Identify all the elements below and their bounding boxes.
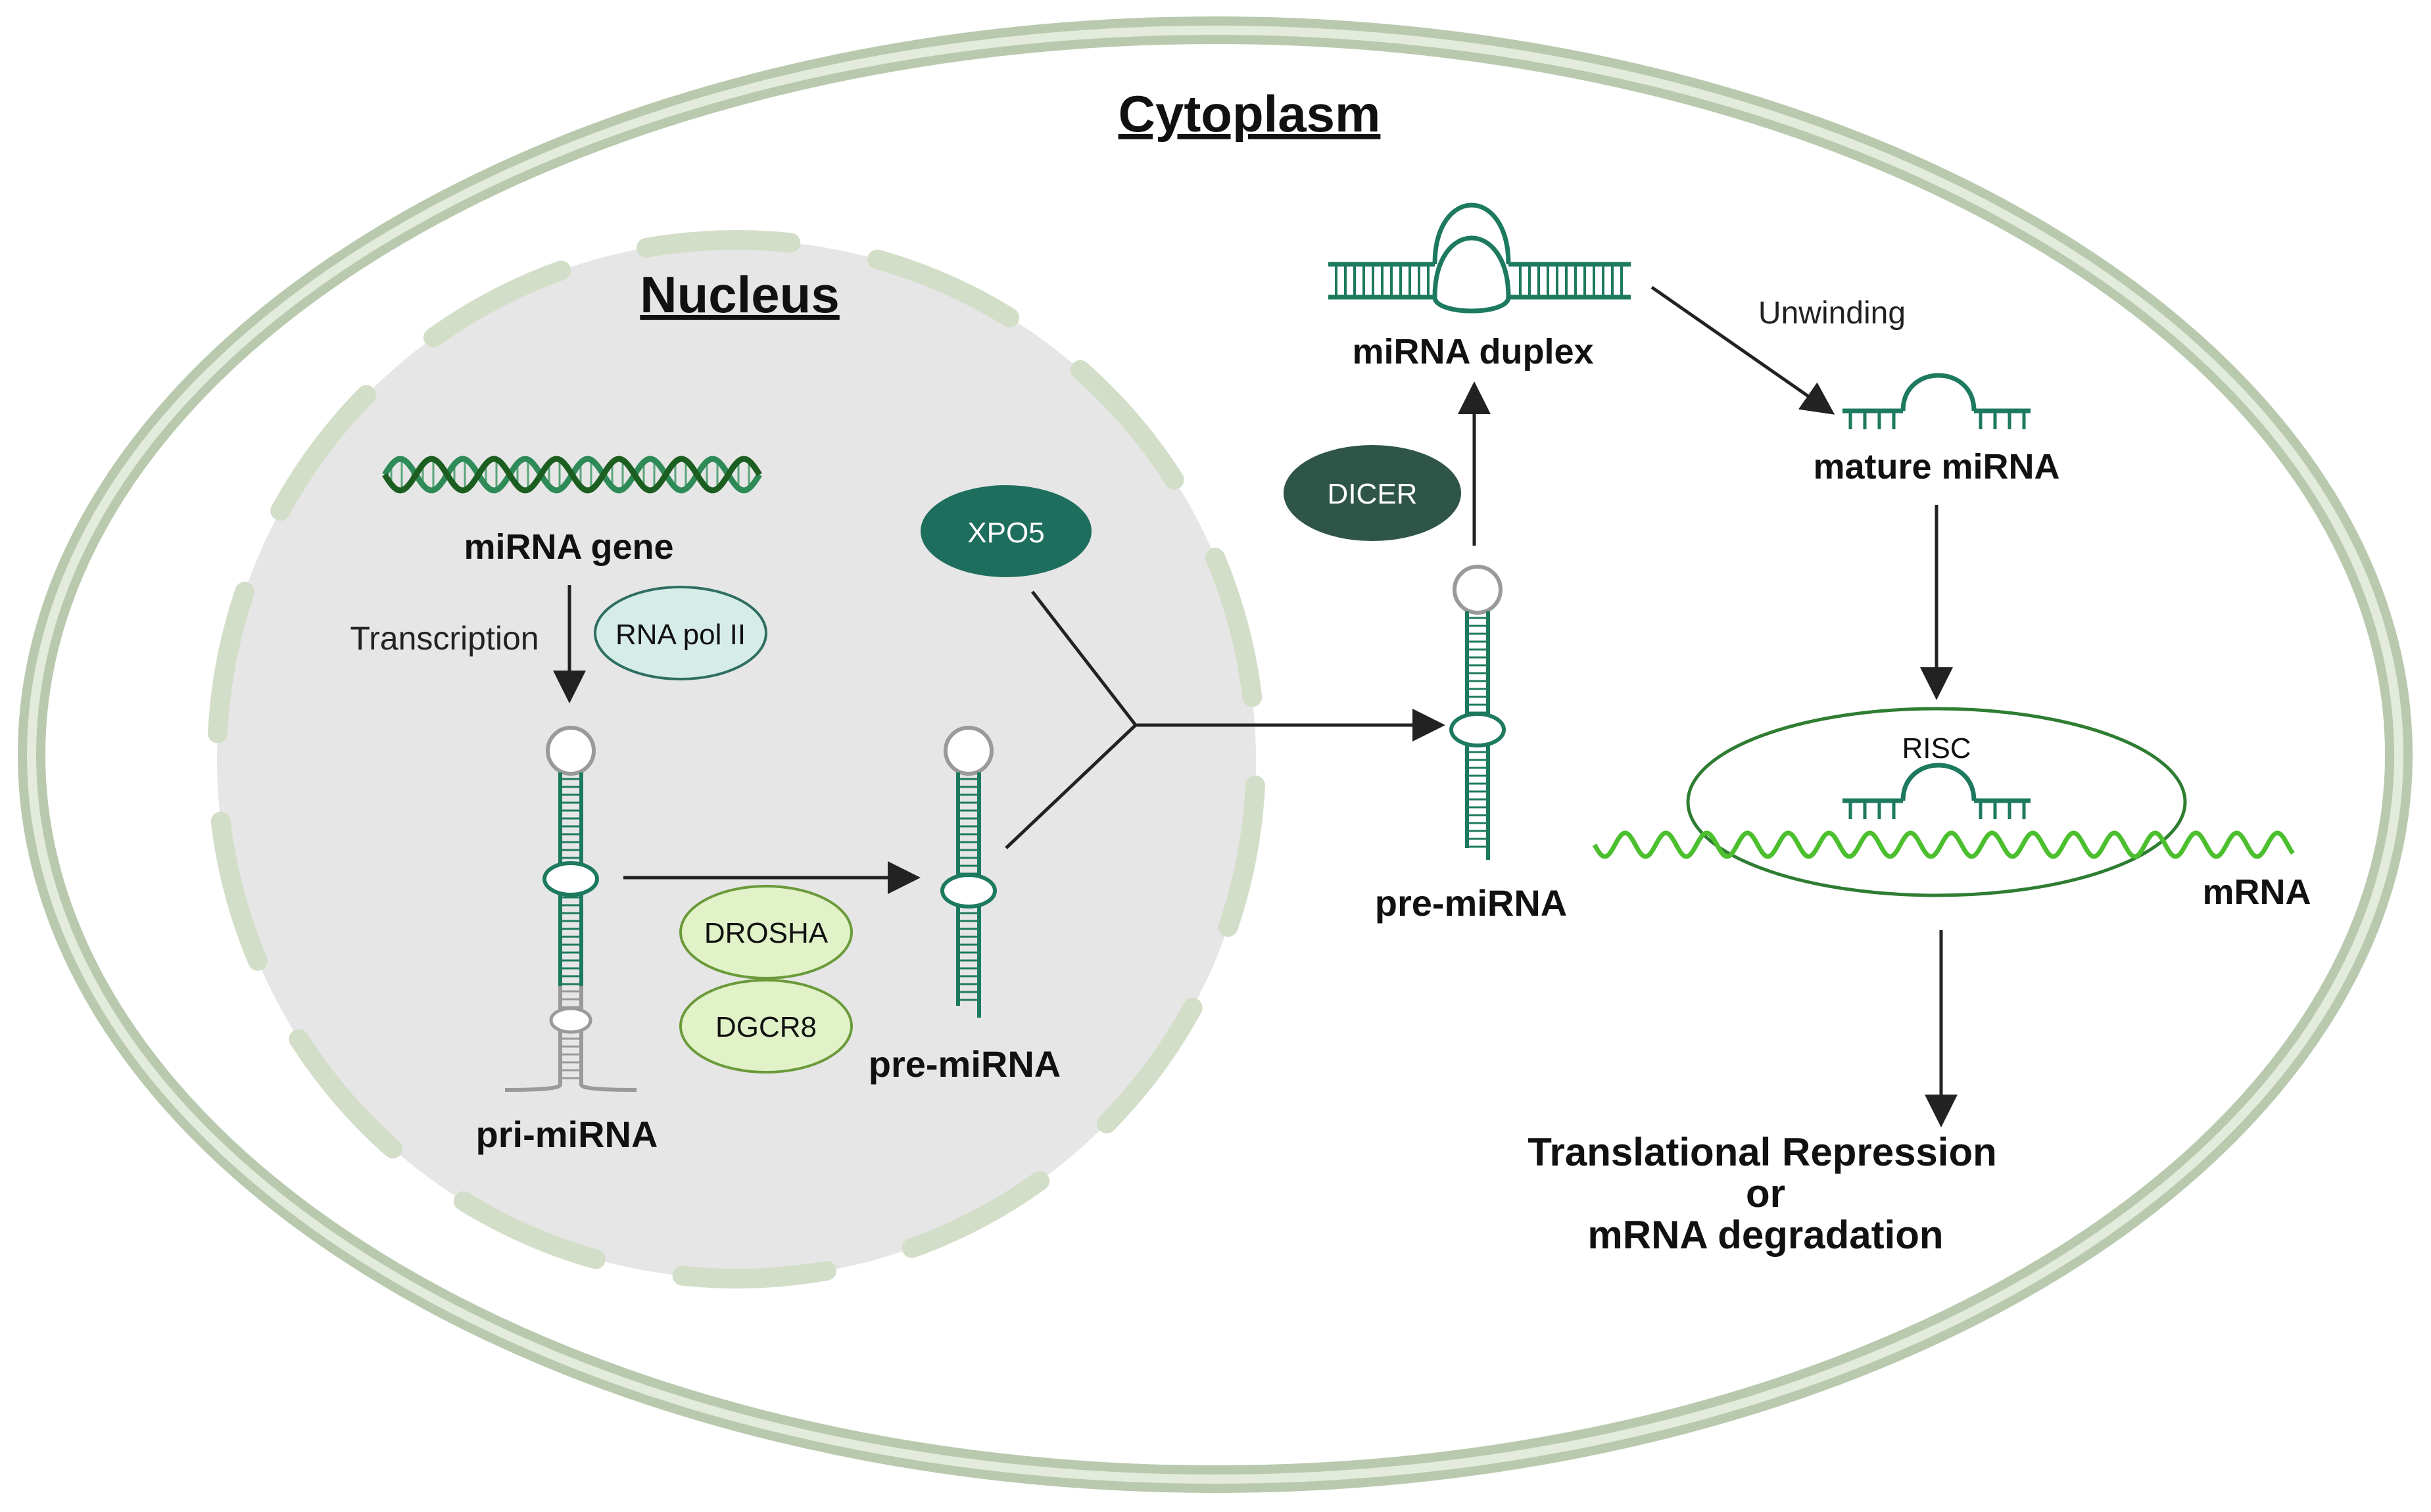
mirna-bulge: [1900, 373, 1977, 412]
hairpin-flank: [579, 1083, 637, 1092]
nuclear-envelope-segment: [1096, 997, 1203, 1134]
nuclear-envelope-segment: [672, 1261, 837, 1288]
dgcr8-label: DGCR8: [715, 1011, 817, 1043]
nuclear-envelope-segment: [270, 385, 377, 521]
unwinding-arrow: [1650, 285, 1835, 415]
unwinding-label: Unwinding: [1758, 296, 1906, 331]
mirna-duplex: [1328, 202, 1631, 314]
rna-pol-ii-label: RNA pol II: [615, 619, 746, 651]
rna-pol-ii-protein: RNA pol II: [594, 586, 767, 680]
nuclear-envelope-segment: [453, 1191, 606, 1269]
transcription-label: Transcription: [350, 620, 539, 657]
mirna-gene-label: miRNA gene: [464, 527, 673, 567]
mature-mirna-label: mature miRNA: [1813, 447, 2059, 486]
outcome-line-1: Translational Repression: [1528, 1130, 1997, 1174]
nuclear-envelope-segment: [423, 260, 571, 348]
hairpin-bulge: [542, 861, 599, 897]
nuclear-envelope-segment: [289, 1029, 403, 1159]
nuclear-envelope-segment: [636, 230, 801, 258]
risc-label: RISC: [1902, 732, 1971, 765]
hairpin-bulge: [549, 1006, 592, 1034]
nuclear-envelope-segment: [1218, 775, 1266, 937]
dna-strand-dark: [382, 456, 762, 494]
outcome-line-3: mRNA degradation: [1587, 1213, 1943, 1257]
hairpin-loop: [1453, 565, 1503, 615]
mirna-duplex-label: miRNA duplex: [1352, 332, 1593, 371]
pre-mirna-cytoplasm-label: pre-miRNA: [1375, 882, 1567, 924]
xpo5-protein: XPO5: [921, 485, 1092, 577]
dicer-label: DICER: [1328, 478, 1418, 510]
pre-mirna-nucleus-hairpin: [940, 726, 997, 1018]
nuclear-envelope-segment: [867, 249, 1020, 327]
pri-mirna-label: pri-miRNA: [476, 1114, 658, 1155]
pre-mirna-cytoplasm-hairpin: [1449, 565, 1506, 860]
nuclear-envelope-segment: [1205, 548, 1263, 707]
dgcr8-protein: DGCR8: [679, 979, 853, 1074]
hairpin-loop: [546, 726, 596, 776]
hairpin-flank: [504, 1083, 562, 1092]
drosha-label: DROSHA: [704, 917, 829, 949]
nuclear-envelope-segment: [902, 1171, 1050, 1258]
mirna-bulge: [1432, 296, 1511, 314]
nuclear-envelope-segment: [207, 581, 255, 744]
nuclear-envelope-segment: [210, 811, 268, 971]
mrna-strand: [1592, 830, 2295, 859]
hairpin-bulge: [940, 873, 997, 909]
pri-mirna-hairpin: [504, 726, 637, 1092]
nuclear-envelope: [207, 230, 1266, 1288]
mrna-label: mRNA: [2202, 872, 2311, 912]
outcome-line-2: or: [1746, 1171, 1785, 1216]
mirna-bulge: [1900, 763, 1977, 801]
xpo5-label: XPO5: [967, 517, 1044, 549]
dicer-protein: DICER: [1284, 445, 1461, 541]
risc-complex: RISC: [1686, 707, 2187, 897]
hairpin-bulge: [1449, 712, 1506, 747]
export-arrow: [1005, 590, 1445, 849]
pre-mirna-nucleus-label: pre-miRNA: [869, 1043, 1061, 1085]
mature-mirna-strand: [1842, 373, 2031, 429]
risc-bound-mirna: [1842, 763, 2031, 819]
nuclear-envelope-segment: [1070, 360, 1184, 490]
hairpin-loop: [944, 726, 994, 776]
cytoplasm-title: Cytoplasm: [1119, 85, 1381, 143]
mirna-bulge: [1432, 235, 1511, 298]
mirna-bulge: [1432, 202, 1511, 265]
drosha-protein: DROSHA: [679, 885, 853, 980]
mirna-gene-dna: [382, 456, 762, 494]
nucleus-title: Nucleus: [640, 266, 839, 323]
